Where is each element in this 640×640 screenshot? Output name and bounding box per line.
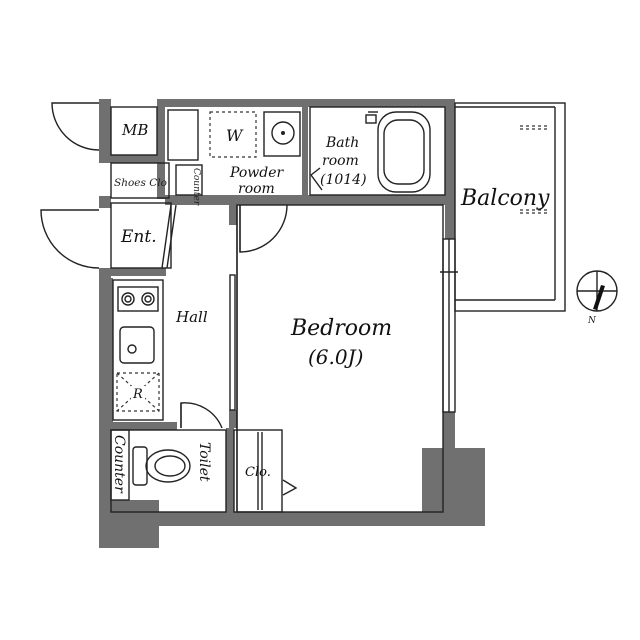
toilet-door[interactable] [180, 402, 223, 429]
burner-left-inner [124, 295, 132, 303]
bath-room-label-2: room [322, 153, 359, 169]
bathtub-inner [383, 119, 425, 185]
counter-small [175, 164, 203, 196]
bedroom-label: Bedroom [290, 316, 392, 341]
shoes-closet [110, 162, 170, 199]
mb-door[interactable] [51, 102, 100, 151]
refrigerator-label-bg [131, 386, 145, 400]
entrance-step-2 [166, 204, 177, 269]
bedroom-size-label: (6.0J) [308, 345, 363, 369]
sink-drain [281, 131, 285, 135]
compass: N [576, 270, 618, 326]
bathtub [377, 111, 431, 193]
bath-door[interactable] [310, 167, 323, 191]
hall-partition [229, 274, 236, 411]
walls [99, 99, 485, 548]
sink-basin [271, 121, 295, 145]
shoes-clo-label: Shoes Clo [114, 177, 167, 189]
closet-door[interactable] [282, 479, 298, 496]
burner-right-inner [144, 295, 152, 303]
toilet-bowl [145, 449, 191, 483]
mb-box [110, 106, 158, 156]
kitchen-sink [119, 326, 155, 364]
faucet-body [365, 114, 377, 124]
powder-room-label-1: Powder [229, 165, 285, 181]
closet-label: Clo. [245, 465, 271, 480]
entrance-door[interactable] [40, 209, 100, 269]
refrigerator-space [116, 372, 160, 412]
balcony-label: Balcony [460, 186, 550, 211]
entrance-label: Ent. [120, 227, 157, 247]
burner-right-icon [141, 292, 155, 306]
bath-area [309, 106, 446, 196]
entrance-step [161, 204, 172, 269]
bath-room-label-1: Bath [325, 135, 359, 151]
cabinet-box [167, 109, 199, 161]
compass-north-label: N [587, 316, 597, 326]
sink-cabinet [263, 111, 301, 157]
powder-room-label-2: room [238, 181, 275, 197]
toilet-seat [154, 455, 186, 477]
north-arrow-icon [593, 285, 605, 310]
washer-space [209, 111, 257, 158]
toilet-label: Toilet [196, 442, 212, 482]
toilet-tank [132, 446, 148, 486]
toilet-counter [110, 429, 130, 501]
bedroom-door[interactable] [239, 204, 288, 253]
washer-label: W [226, 126, 244, 145]
burner-left-icon [121, 292, 135, 306]
refrigerator-label: R [132, 387, 143, 402]
kitchen-counter [112, 279, 164, 421]
toilet-counter-label: Counter [111, 435, 127, 494]
counter-small-label: Counter [191, 168, 201, 206]
balcony-area [454, 102, 566, 312]
stove [117, 286, 159, 312]
bath-size-label: (1014) [320, 172, 367, 188]
hall-label: Hall [175, 308, 208, 326]
kitchen-sink-drain [127, 344, 137, 354]
mb-label: MB [121, 121, 148, 139]
